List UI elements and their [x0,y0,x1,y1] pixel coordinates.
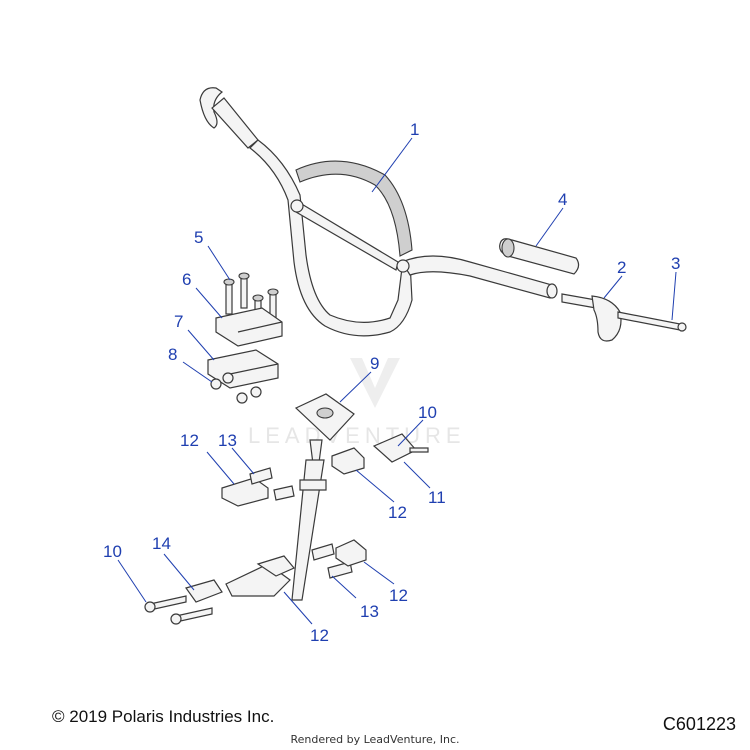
callout-11: 11 [428,488,446,507]
callout-13-upper: 13 [218,431,237,450]
callout-12-right-lower: 12 [389,586,408,605]
callout-10-lower: 10 [103,542,122,561]
callout-10-upper: 10 [418,403,437,422]
callout-6: 6 [182,270,191,289]
steering-post [291,393,355,601]
bearings-and-bushings [221,447,367,597]
watermark-text: LEADVENTURE [248,423,466,448]
callout-4: 4 [558,190,567,209]
callout-8: 8 [168,345,177,364]
throttle-assembly [561,293,622,342]
callout-7: 7 [174,312,183,331]
callout-14: 14 [152,534,171,553]
grip [499,238,580,275]
handlebar [199,87,558,337]
callout-5: 5 [194,228,203,247]
callout-12-bottom: 12 [310,626,329,645]
callout-1: 1 [410,120,419,139]
clamp-nuts [210,372,262,404]
watermark-logo [350,358,400,408]
callout-9: 9 [370,354,379,373]
callouts: 1 2 3 4 5 6 7 8 9 10 11 12 13 12 12 13 1… [103,120,680,645]
upper-clamp [215,307,283,347]
watermark: LEADVENTURE [248,358,466,448]
copyright-notice: © 2019 Polaris Industries Inc. [52,707,275,726]
lower-plate [144,579,223,625]
callout-2: 2 [617,258,626,277]
leader-lines [117,137,677,625]
bracket-plate [372,433,429,463]
drawing-number: C601223 [662,714,736,734]
callout-12-right-upper: 12 [388,503,407,522]
callout-3: 3 [671,254,680,273]
callout-12-left: 12 [180,431,199,450]
throttle-screw [617,311,687,332]
callout-13-lower: 13 [360,602,379,621]
rendered-by-credit: Rendered by LeadVenture, Inc. [290,733,460,746]
